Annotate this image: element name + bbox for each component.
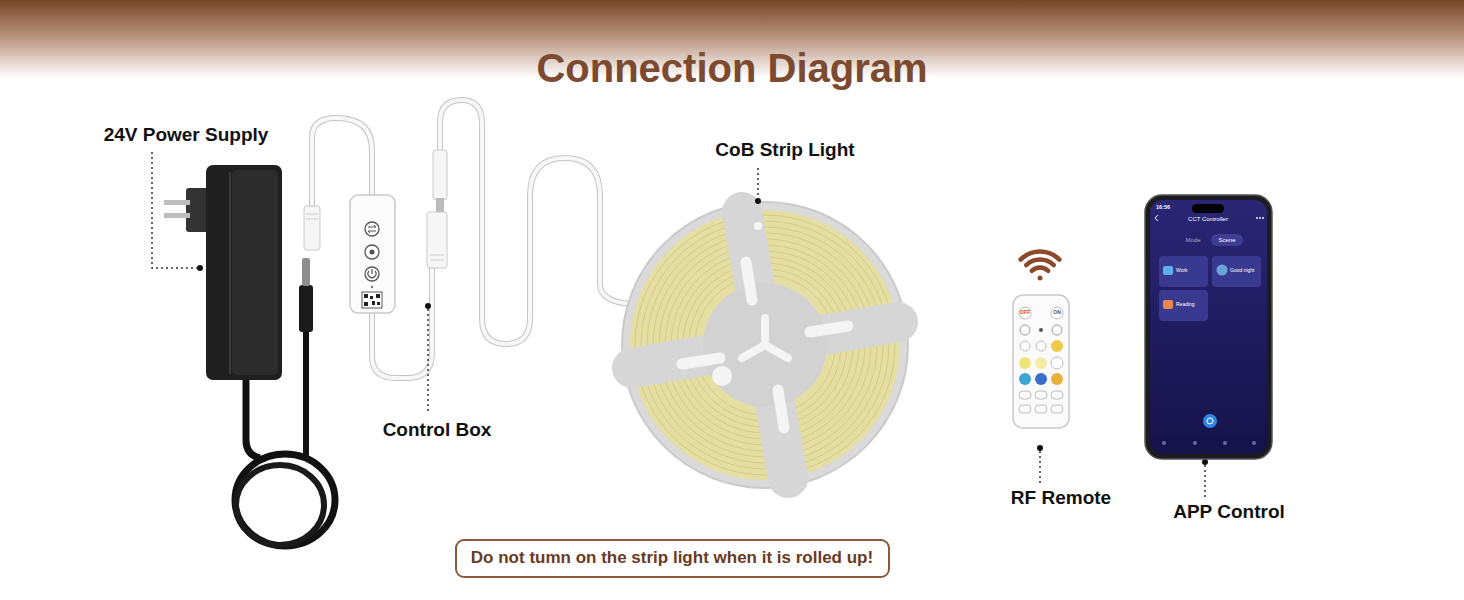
leader-line [152, 152, 1205, 497]
rf-signal-icon [1021, 252, 1060, 281]
device-label: CoB Strip Light [715, 140, 854, 161]
screen-text: CCT Controller [1188, 216, 1228, 223]
strip-reel [622, 202, 908, 488]
screen-text: 16:56 [1156, 204, 1170, 210]
screen-text: Work [1176, 268, 1188, 274]
warning-note-box: Do not tumn on the strip light when it i… [455, 539, 890, 578]
device-label: APP Control [1173, 502, 1285, 523]
rf-remote [1013, 295, 1069, 428]
screen-text: Scene [1218, 237, 1235, 244]
screen-text: Reading [1176, 302, 1195, 308]
device-label: Control Box [383, 420, 492, 441]
diagram-title: Connection Diagram [0, 43, 1464, 93]
button-label: OFF [1020, 310, 1030, 316]
button-label: ON [1053, 310, 1061, 316]
device-label: RF Remote [1011, 488, 1111, 509]
warning-note: Do not tumn on the strip light when it i… [471, 548, 873, 568]
screen-text: Good night [1230, 268, 1254, 274]
power-supply [164, 165, 335, 546]
control-box [350, 195, 395, 313]
screen-text: Mode [1185, 237, 1200, 244]
smartphone [1145, 195, 1272, 459]
device-label: 24V Power Supply [104, 125, 269, 146]
leader-dot [197, 198, 1208, 465]
cable [312, 100, 632, 378]
